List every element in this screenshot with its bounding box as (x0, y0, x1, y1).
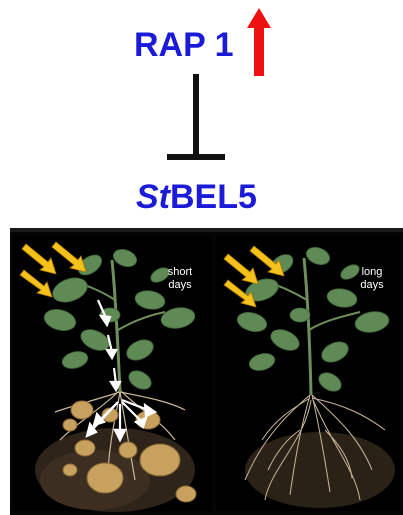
inhibition-icon (167, 74, 225, 160)
rap1-gene-label: RAP 1 (134, 28, 234, 62)
species-prefix: St (136, 178, 170, 216)
short-days-label-line2: days (158, 279, 202, 292)
stbel5-gene-label: StBEL5 (136, 180, 257, 214)
short-days-label: short days (158, 266, 202, 291)
rap1-text: RAP 1 (134, 26, 234, 64)
short-days-label-line1: short (158, 266, 202, 279)
long-days-label-line2: days (350, 279, 394, 292)
long-days-label-line1: long (350, 266, 394, 279)
up-arrow-icon (247, 8, 271, 76)
gene-name: BEL5 (170, 178, 257, 216)
long-days-label: long days (350, 266, 394, 291)
